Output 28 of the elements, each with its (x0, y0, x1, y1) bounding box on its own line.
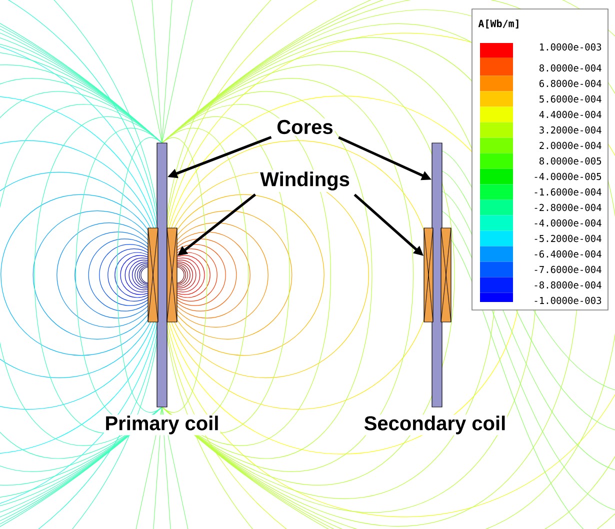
legend-value: -5.2000e-004 (534, 234, 602, 242)
core-bar (432, 142, 442, 408)
callout-text: Windings (258, 170, 352, 192)
legend-value: 6.8000e-004 (540, 80, 602, 88)
legend-value: -1.6000e-004 (534, 188, 602, 196)
legend-value: 4.4000e-004 (539, 110, 602, 118)
legend-value: -7.6000e-004 (534, 266, 602, 274)
legend-value: 3.2000e-004 (540, 126, 602, 134)
winding-block (166, 228, 178, 322)
legend-title: A[Wb/m] (478, 20, 518, 28)
legend-value: -4.0000e-004 (534, 219, 602, 227)
core-bar (156, 142, 168, 408)
winding-block (424, 228, 434, 322)
legend-value: -2.8000e-004 (534, 204, 602, 212)
legend-value: 1.0000e-003 (540, 43, 602, 51)
legend-value: 2.0000e-004 (540, 142, 602, 150)
legend-value: -6.4000e-004 (534, 250, 602, 258)
legend-value: -8.8000e-004 (534, 281, 602, 289)
coil-label: Secondary coil (362, 414, 508, 436)
winding-block (440, 228, 452, 322)
legend-value: -4.0000e-005 (534, 172, 602, 180)
winding-block (148, 228, 158, 322)
coil-label: Primary coil (104, 414, 220, 436)
callout-text: Cores (275, 118, 335, 136)
legend-value: 8.0000e-004 (540, 64, 602, 72)
legend-value: 5.6000e-004 (540, 95, 602, 103)
legend-value: -1.0000e-003 (534, 296, 602, 304)
legend-value: 8.0000e-005 (540, 157, 602, 165)
